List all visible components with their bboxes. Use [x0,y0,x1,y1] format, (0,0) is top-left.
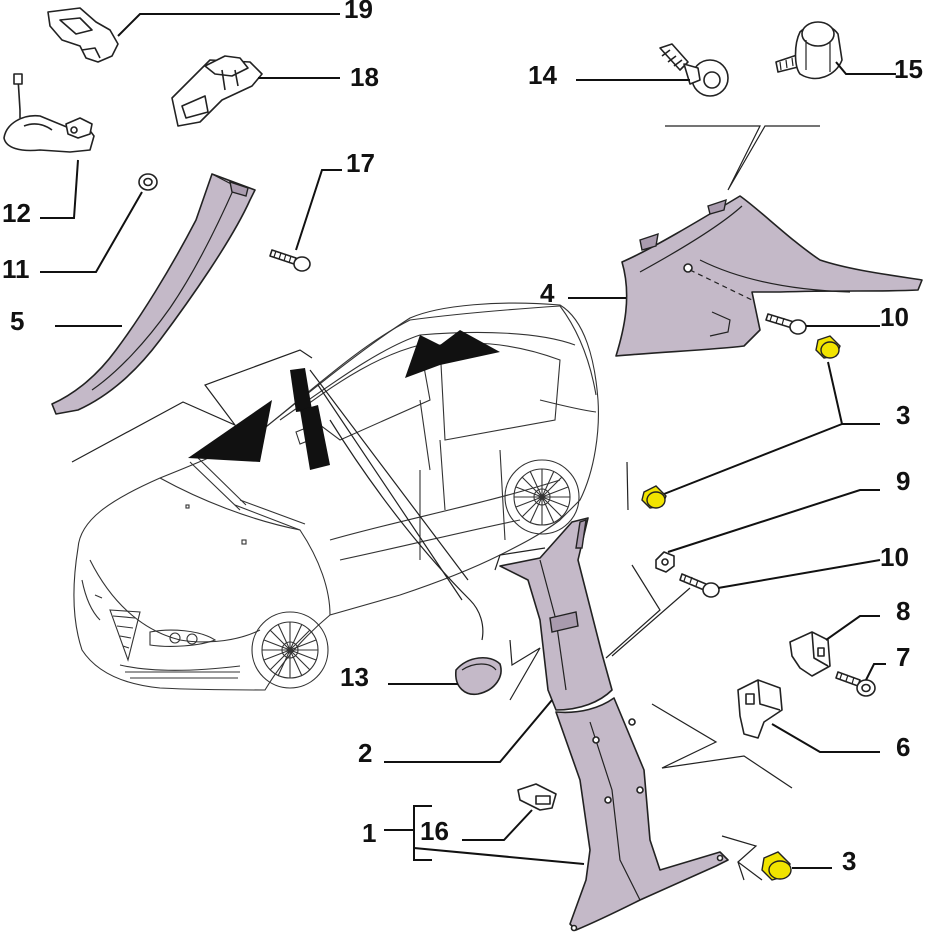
part-14-push-pin [659,43,729,97]
callout-16: 16 [420,816,449,846]
part-13-cap [455,657,502,696]
leader-16 [462,809,533,841]
bracket-1 [384,805,432,861]
leader-19 [117,13,340,37]
leader-17 [295,169,342,251]
part-17-screw [269,249,311,272]
callout-6: 6 [896,732,910,762]
location-arrows [188,330,500,470]
callout-14: 14 [528,60,557,90]
leader-10b [717,559,881,589]
callout-10-mid: 10 [880,542,909,572]
callout-3-bottom: 3 [842,846,856,876]
c-pillar-arrow [405,330,500,378]
b-pillar-arrow-top [290,368,312,412]
callout-9: 9 [896,466,910,496]
part-16-clip [517,783,557,811]
callout-12: 12 [2,198,31,228]
part-9-nut [655,551,675,573]
callout-3-top: 3 [896,400,910,430]
part-12-mount [3,73,95,153]
leader-15 [835,61,896,75]
leader-12 [40,159,79,219]
leader-11 [40,191,143,273]
callout-17: 17 [346,148,375,178]
part-11-washer [138,173,158,191]
callout-15: 15 [894,54,923,84]
leader-3a [827,361,880,425]
part-1-lower-b-pillar [555,697,729,932]
part-6-clip [737,679,783,739]
b-pillar-ref-lines [509,564,793,881]
part-18-clip [171,55,263,127]
callout-19: 19 [344,0,373,24]
leader-3a-branch [663,423,843,495]
part-4-reference-lines [665,125,820,191]
callout-7: 7 [896,642,910,672]
car-illustration [73,302,599,691]
callout-13: 13 [340,662,369,692]
leader-2 [384,699,553,763]
leader-1 [413,847,585,865]
part-4-c-pillar-trim [615,195,923,357]
car-pointer-lines [71,349,546,641]
leader-7 [865,663,886,681]
part-5-a-pillar-trim [51,173,256,415]
part-2-upper-b-pillar [499,517,613,711]
part-10-screw-top [765,313,807,335]
callout-10-top: 10 [880,302,909,332]
leader-8 [825,615,880,641]
part-7-screw [835,671,876,697]
part-19-bracket [47,7,119,63]
leader-6 [771,723,880,753]
callout-18: 18 [350,62,379,92]
callout-2: 2 [358,738,372,768]
callout-labels: 19 18 17 12 11 5 14 15 4 10 3 9 10 8 7 1… [2,0,923,876]
part-3-clip-bottom [761,851,792,881]
callout-11: 11 [2,254,30,284]
part-15-spacer-screw [775,21,843,80]
b-pillar-arrow-bottom [300,405,330,470]
leader-9 [667,489,880,553]
callout-4: 4 [540,278,555,308]
callout-1: 1 [362,818,376,848]
part-3-clip-mid [641,485,667,509]
callout-5: 5 [10,306,24,336]
part-8-clip [789,631,831,677]
callout-8: 8 [896,596,910,626]
b-pillar-ref-line [626,461,629,511]
a-pillar-arrow [188,400,272,462]
part-10-screw-mid [679,573,720,598]
part-3-clip-top [815,335,841,359]
